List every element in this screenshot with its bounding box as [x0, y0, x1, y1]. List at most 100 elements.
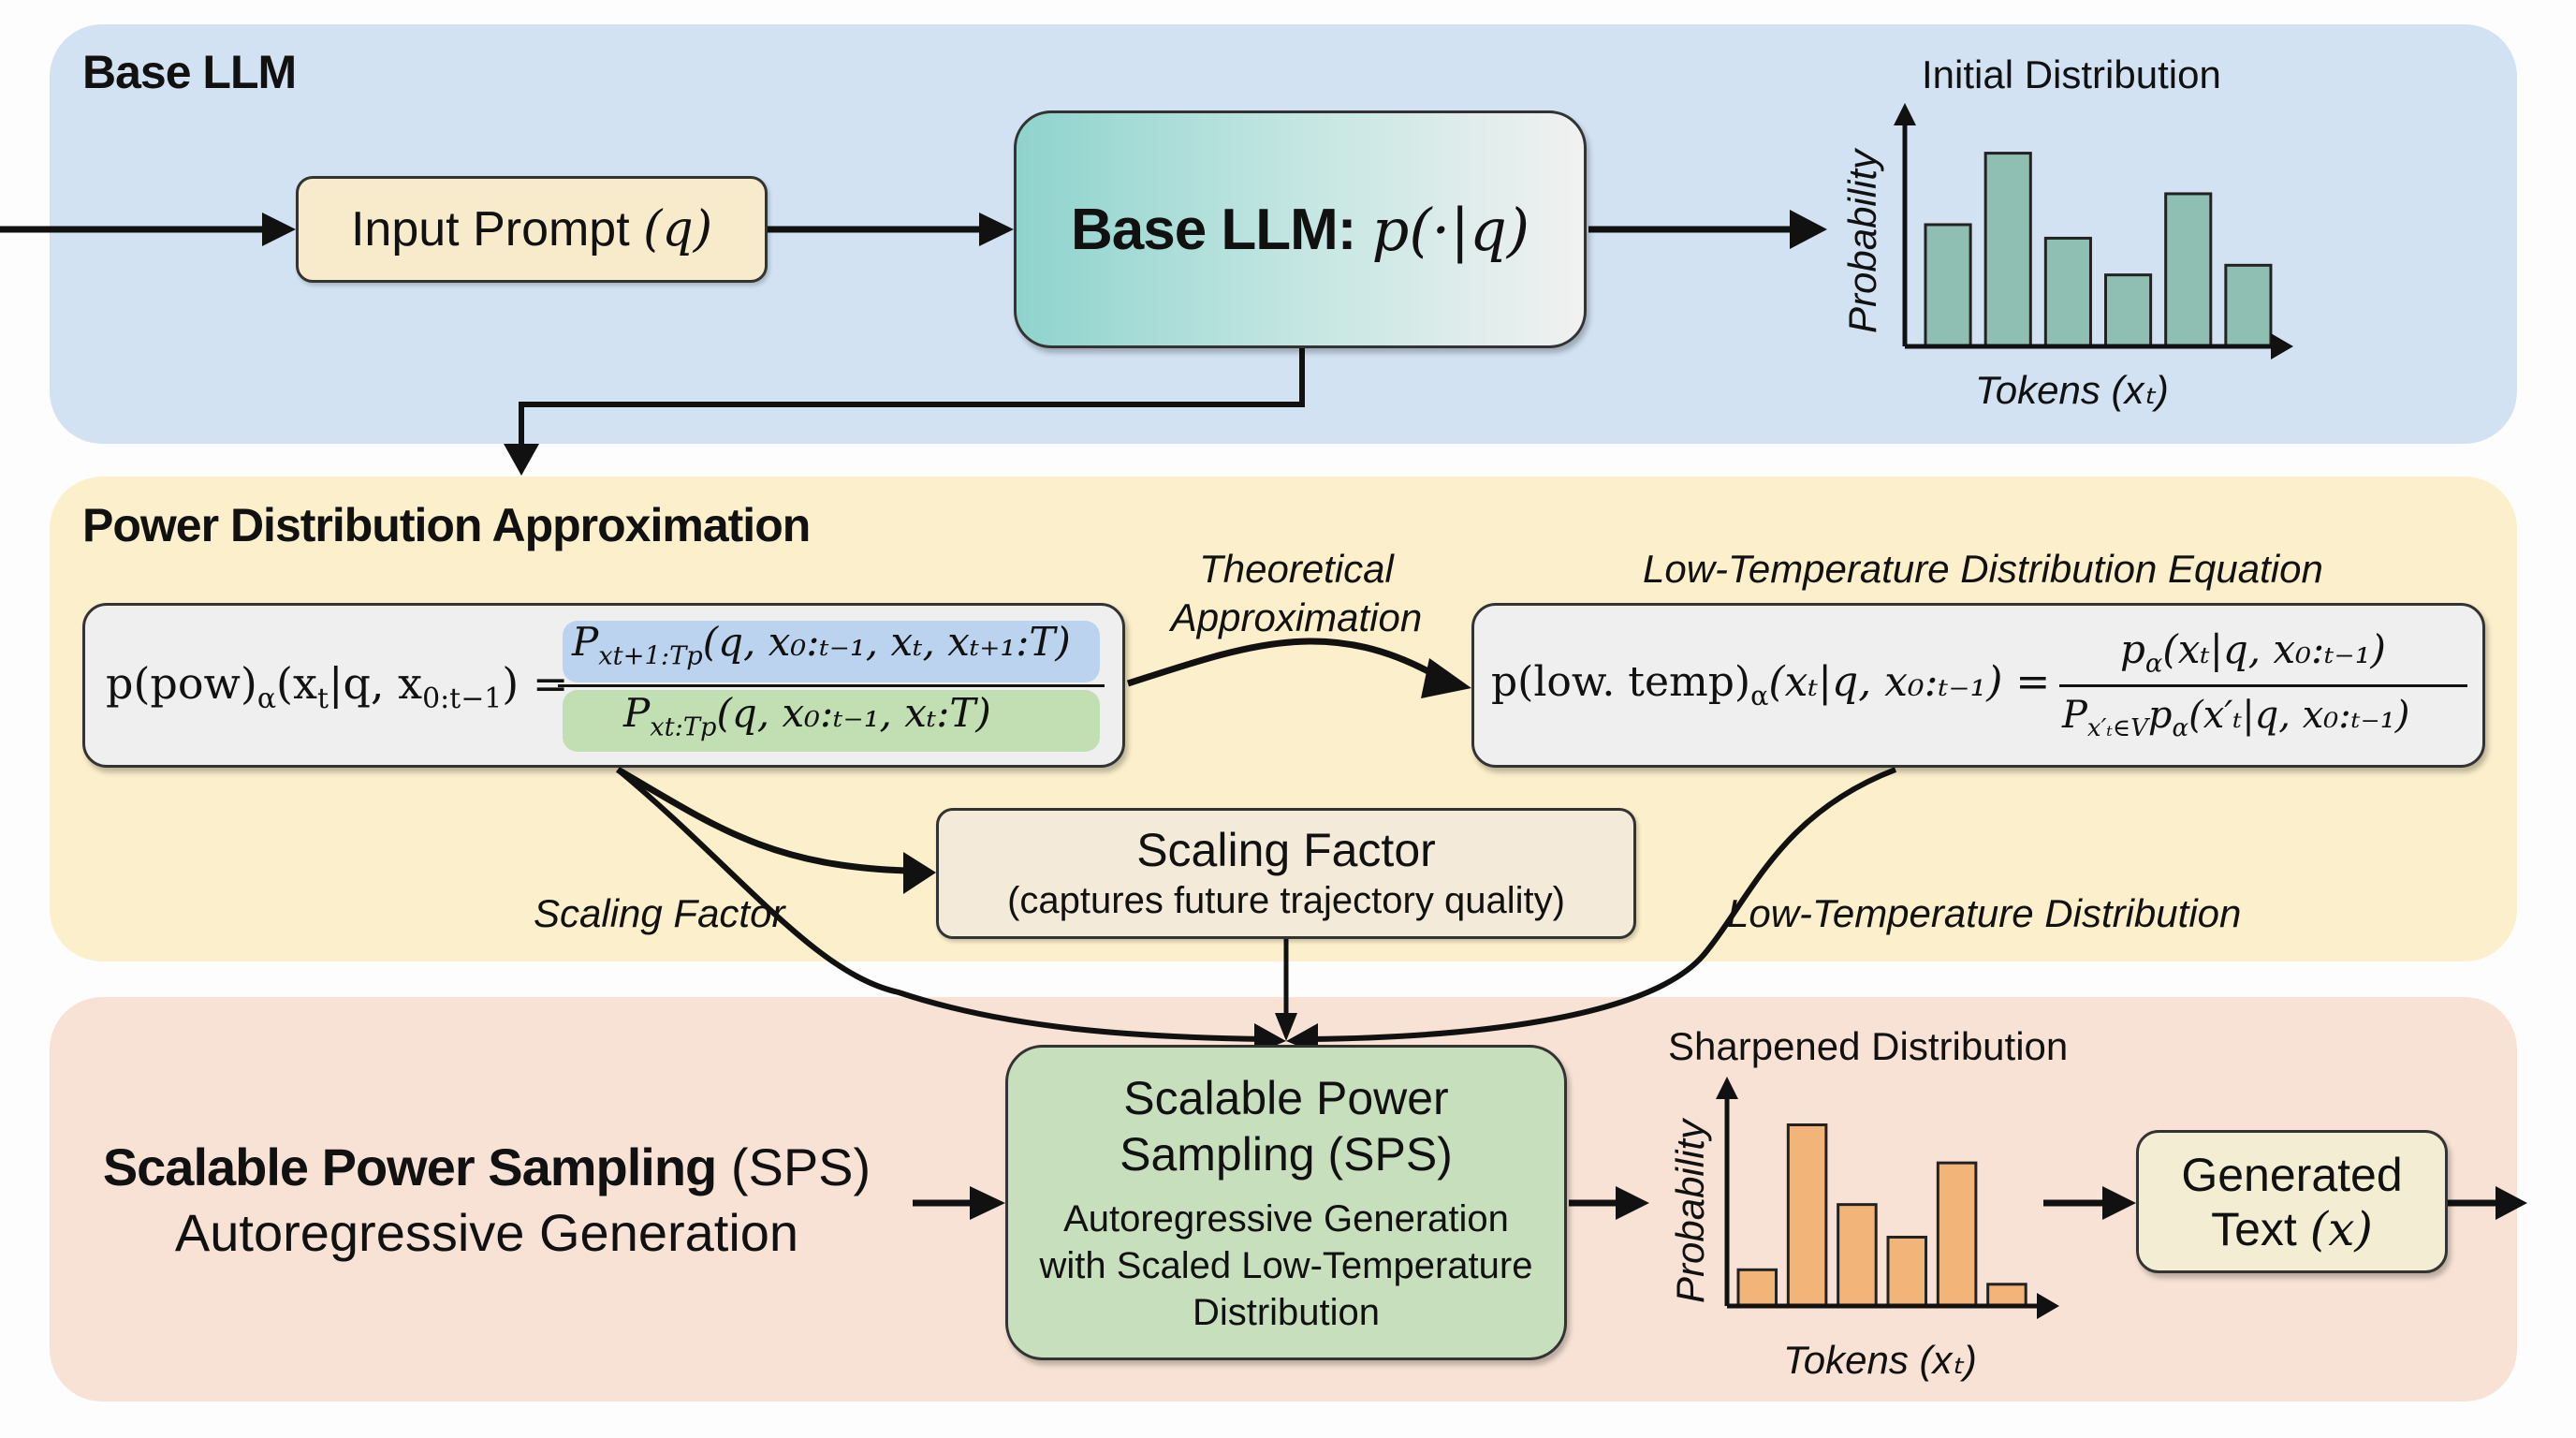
chart-initial-distribution: [1894, 103, 2293, 360]
theoretical-line1: Theoretical: [1199, 547, 1394, 591]
lowtemp-lhs-args: (xₜ|q, x₀:ₜ₋₁) =: [1768, 658, 2051, 706]
power-lhs-main: p(pow): [106, 658, 257, 709]
numerator-highlight: [563, 621, 1100, 682]
lowtemp-denominator-args: (x′ₜ|q, x₀:ₜ₋₁): [2188, 694, 2410, 737]
lowtemp-denominator-p: P: [2062, 694, 2087, 737]
base-llm-node[interactable]: Base LLM: p(·|q): [1014, 110, 1587, 348]
theoretical-line2: Approximation: [1170, 595, 1423, 639]
power-equation-lhs: p(pow)α(xt|q, x0:t−1) =: [106, 658, 568, 715]
edge-label-scaling-factor: Scaling Factor: [534, 891, 785, 935]
generated-text-line1: Generated: [2181, 1148, 2403, 1201]
bar-t3: [1837, 1203, 1878, 1308]
arrowhead-scaling-to-sps: [1275, 1013, 1297, 1041]
generated-text-var: (x): [2309, 1201, 2373, 1256]
sps-node[interactable]: Scalable Power Sampling (SPS) Autoregres…: [1005, 1045, 1567, 1360]
power-denominator: Pxt:Tp(q, x₀:ₜ₋₁, xₜ:T): [623, 690, 991, 741]
lowtemp-denominator-sub: x′ₜ∈V: [2086, 714, 2148, 742]
chart-xlabel-initial: Tokens (xₜ): [1975, 368, 2169, 412]
y-axis-arrowhead: [1716, 1077, 1738, 1099]
power-numerator: Pxt+1:Tp(q, x₀:ₜ₋₁, xₜ, xₜ₊₁:T): [572, 619, 1071, 670]
arrowhead-pow-to-scaling: [903, 852, 936, 894]
power-equation-node: p(pow)α(xt|q, x0:t−1) = Pxt+1:Tp(q, x₀:ₜ…: [82, 603, 1125, 768]
arrowhead-generated-out: [2496, 1186, 2527, 1220]
lowtemp-numerator-p: p: [2120, 626, 2145, 672]
lowtemp-denominator-mid: p: [2147, 694, 2173, 737]
power-denominator-sub: xt:Tp: [650, 712, 717, 742]
bar-t5: [1936, 1161, 1978, 1308]
lowtemp-lhs-sub: α: [1750, 679, 1769, 712]
region-title-power-distribution: Power Distribution Approximation: [82, 499, 811, 551]
arrowhead-input-to-llm: [979, 213, 1014, 246]
edge-label-low-temperature: Low-Temperature Distribution: [1727, 891, 2242, 935]
power-numerator-sub: xt+1:Tp: [598, 641, 703, 671]
arrowhead-llm-to-power: [504, 444, 539, 476]
edge-label-theoretical-approximation: Theoretical Approximation: [1161, 545, 1432, 642]
lowtemp-lhs-main: p(low. temp): [1491, 658, 1751, 706]
arrowhead-entry: [262, 213, 296, 246]
sps-node-desc-line2: with Scaled Low-Temperature: [1039, 1244, 1533, 1286]
arrow-pow-to-sps: [616, 767, 1266, 1042]
scaling-factor-subtitle: (captures future trajectory quality): [1007, 880, 1565, 921]
arrow-theoretical-approximation: [1126, 638, 1443, 687]
sps-title-suffix: (SPS): [730, 1137, 871, 1196]
arrowhead-llm-to-chart: [1790, 210, 1827, 249]
arrow-pow-to-scaling: [616, 766, 907, 874]
bar-t2: [1786, 1123, 1828, 1308]
region-title-base-llm: Base LLM: [82, 46, 297, 98]
bar-t3: [2043, 236, 2092, 348]
power-lhs-close: ) =: [502, 658, 569, 709]
arrowhead-sps-to-chart: [1616, 1186, 1649, 1220]
sps-node-title-line2: Sampling (SPS): [1120, 1127, 1453, 1181]
power-lhs-rest: |q, x: [328, 658, 423, 709]
lowtemp-fraction-bar: [2059, 684, 2467, 687]
power-lhs-args-sub: t: [316, 682, 329, 716]
arrowhead-theoretical: [1421, 658, 1471, 698]
fraction-bar: [558, 684, 1105, 687]
bar-t4: [1886, 1235, 1928, 1308]
lowtemp-numerator-sub: α: [2144, 649, 2163, 679]
power-denominator-args: (q, x₀:ₜ₋₁, xₜ:T): [716, 690, 991, 736]
region-title-sps: Scalable Power Sampling (SPS) Autoregres…: [94, 1135, 880, 1266]
sps-node-desc-line1: Autoregressive Generation: [1063, 1197, 1509, 1240]
generated-text-line2: Text: [2211, 1202, 2297, 1255]
bar-t1: [1736, 1268, 1778, 1308]
bar-t6: [1986, 1283, 2027, 1308]
bar-t6: [2224, 263, 2273, 348]
sps-subtitle: Autoregressive Generation: [174, 1203, 799, 1262]
arrowhead-sps-in: [970, 1186, 1005, 1220]
power-numerator-args: (q, x₀:ₜ₋₁, xₜ, xₜ₊₁:T): [702, 619, 1071, 665]
lowtemp-equation-node: p(low. temp)α(xₜ|q, x₀:ₜ₋₁) = pα(xₜ|q, x…: [1471, 603, 2485, 768]
lowtemp-numerator: pα(xₜ|q, x₀:ₜ₋₁): [2120, 626, 2386, 678]
power-lhs-args: (x: [276, 658, 317, 709]
scaling-factor-title: Scaling Factor: [1136, 824, 1436, 876]
lowtemp-numerator-args: (xₜ|q, x₀:ₜ₋₁): [2162, 626, 2386, 672]
base-llm-formula: p(·|q): [1371, 195, 1530, 264]
x-axis-arrowhead: [2271, 333, 2293, 360]
y-axis-arrowhead: [1894, 103, 1916, 125]
lowtemp-denominator: Px′ₜ∈Vpα(x′ₜ|q, x₀:ₜ₋₁): [2062, 694, 2409, 742]
input-prompt-node[interactable]: Input Prompt (q): [296, 176, 768, 283]
sps-title-bold: Scalable Power Sampling: [102, 1137, 717, 1196]
bar-t5: [2164, 192, 2213, 348]
chart-title-initial: Initial Distribution: [1922, 52, 2221, 96]
lowtemp-lhs: p(low. temp)α(xₜ|q, x₀:ₜ₋₁) =: [1491, 658, 2050, 712]
bar-t2: [1983, 152, 2032, 348]
lowtemp-denominator-mid-sub: α: [2172, 714, 2189, 742]
chart-title-sharpened: Sharpened Distribution: [1668, 1024, 2069, 1068]
base-llm-label: Base LLM:: [1070, 197, 1356, 262]
input-prompt-label: Input Prompt: [350, 202, 630, 257]
generated-text-node[interactable]: Generated Text (x): [2136, 1130, 2448, 1273]
sps-node-desc-line3: Distribution: [1192, 1291, 1381, 1333]
power-numerator-p: P: [572, 619, 599, 665]
sps-node-title-line1: Scalable Power: [1123, 1071, 1449, 1124]
bar-t4: [2104, 273, 2153, 348]
chart-xlabel-sharpened: Tokens (xₜ): [1783, 1338, 1977, 1382]
power-lhs-sub: α: [256, 682, 277, 716]
arrowhead-chart-to-generated: [2102, 1186, 2136, 1220]
denominator-highlight: [563, 690, 1100, 752]
arrow-lowtemp-to-sps: [1310, 767, 1897, 1042]
scaling-factor-node[interactable]: Scaling Factor (captures future trajecto…: [936, 808, 1636, 939]
power-denominator-p: P: [623, 690, 651, 736]
